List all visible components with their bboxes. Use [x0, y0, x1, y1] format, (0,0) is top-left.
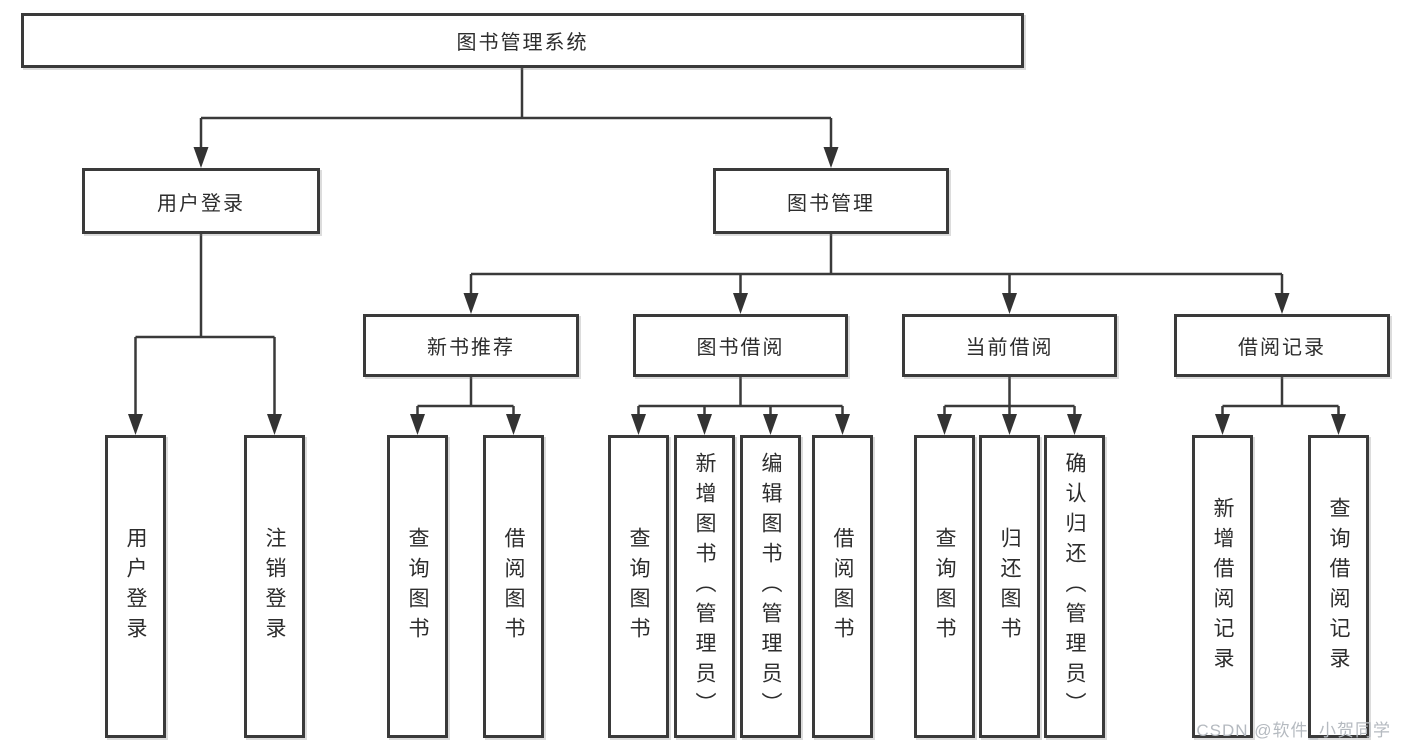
node-root: 图书管理系统: [21, 13, 1024, 68]
leaf-query-books-recommend: 查询图书: [387, 435, 448, 738]
arrowhead: [1274, 293, 1290, 314]
edge-borrowing-to-leaves: [637, 377, 844, 416]
arrowhead: [1331, 414, 1346, 435]
leaf-edit-books-admin: 编辑图书（管理员）: [740, 435, 801, 738]
leaf-add-books-admin: 新增图书（管理员）: [674, 435, 735, 738]
leaf-confirm-return-admin: 确认归还（管理员）: [1044, 435, 1105, 738]
edge-userlogin-to-leaves: [134, 234, 276, 416]
leaf-return-books-label: 归还图书: [998, 526, 1021, 647]
arrowhead: [410, 414, 425, 435]
leaf-borrow-books-borrowing-label: 借阅图书: [831, 526, 854, 647]
edge-current-to-leaves: [943, 377, 1076, 416]
node-book-management: 图书管理: [713, 168, 949, 234]
arrowhead: [697, 414, 712, 435]
leaf-logout-label: 注销登录: [263, 526, 286, 647]
node-user-login-branch: 用户登录: [82, 168, 320, 234]
edge-records-to-leaves: [1221, 377, 1340, 416]
leaf-query-books-current-label: 查询图书: [933, 526, 956, 647]
leaf-query-books-recommend-label: 查询图书: [406, 526, 429, 647]
arrowhead: [631, 414, 646, 435]
leaf-borrow-books-recommend-label: 借阅图书: [502, 526, 525, 647]
arrowhead: [763, 414, 778, 435]
node-borrowing-records-label: 借阅记录: [1238, 337, 1326, 359]
connector-edges: [134, 68, 1340, 416]
node-book-management-label: 图书管理: [787, 192, 875, 215]
node-new-book-recommend-label: 新书推荐: [427, 337, 515, 359]
arrowhead: [835, 414, 850, 435]
leaf-borrow-books-recommend: 借阅图书: [483, 435, 544, 738]
node-current-borrowing: 当前借阅: [902, 314, 1117, 377]
leaf-confirm-return-admin-label: 确认归还（管理员）: [1063, 451, 1086, 722]
arrowhead: [937, 414, 952, 435]
arrowhead: [463, 293, 479, 314]
arrowhead: [1002, 414, 1017, 435]
leaf-add-borrow-record-label: 新增借阅记录: [1211, 496, 1234, 677]
edge-recommend-to-leaves: [416, 377, 515, 416]
arrowhead: [1002, 293, 1017, 314]
leaf-query-borrow-record: 查询借阅记录: [1308, 435, 1369, 738]
arrowhead: [506, 414, 521, 435]
arrowhead: [128, 414, 143, 435]
leaf-query-books-borrowing: 查询图书: [608, 435, 669, 738]
leaf-edit-books-admin-label: 编辑图书（管理员）: [759, 451, 782, 722]
node-borrowing-records: 借阅记录: [1174, 314, 1390, 377]
csdn-watermark: CSDN @软件_小贺同学: [1196, 721, 1391, 740]
leaf-return-books: 归还图书: [979, 435, 1040, 738]
node-book-borrowing: 图书借阅: [633, 314, 848, 377]
edge-root-to-level2: [199, 68, 833, 149]
edge-bookmgmt-to-level3: [469, 234, 1284, 295]
leaf-query-books-borrowing-label: 查询图书: [627, 526, 650, 647]
leaf-add-books-admin-label: 新增图书（管理员）: [693, 451, 716, 722]
leaf-user-login-label: 用户登录: [124, 526, 147, 647]
leaf-logout: 注销登录: [244, 435, 305, 738]
arrowhead: [1215, 414, 1230, 435]
node-book-borrowing-label: 图书借阅: [696, 337, 785, 359]
connector-arrowheads: [128, 147, 1346, 435]
node-root-label: 图书管理系统: [456, 32, 589, 54]
arrowhead: [267, 414, 282, 435]
leaf-borrow-books-borrowing: 借阅图书: [812, 435, 873, 738]
leaf-user-login: 用户登录: [105, 435, 166, 738]
node-user-login-branch-label: 用户登录: [157, 192, 245, 215]
leaf-add-borrow-record: 新增借阅记录: [1192, 435, 1253, 738]
node-current-borrowing-label: 当前借阅: [965, 337, 1054, 359]
node-new-book-recommend: 新书推荐: [363, 314, 579, 377]
arrowhead: [823, 147, 839, 168]
arrowhead: [193, 147, 209, 168]
arrowhead: [733, 293, 748, 314]
leaf-query-borrow-record-label: 查询借阅记录: [1327, 496, 1350, 677]
leaf-query-books-current: 查询图书: [914, 435, 975, 738]
arrowhead: [1067, 414, 1082, 435]
